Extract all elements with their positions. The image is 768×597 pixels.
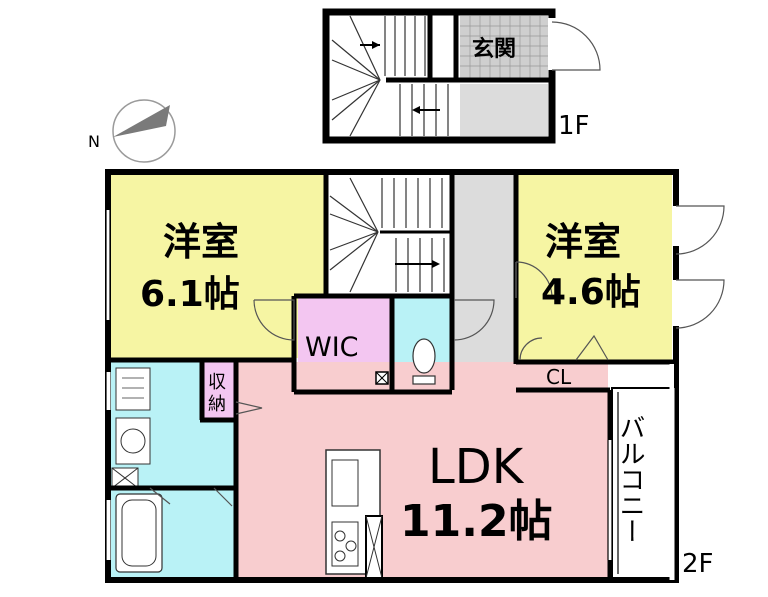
storage [202,362,234,420]
ldk-room [234,362,608,578]
western-room-left-label: 洋室 [163,220,239,264]
storage-label-2: 納 [208,394,226,415]
compass-needle [113,105,170,137]
entrance-tile-grid [460,16,548,78]
doors [149,205,725,507]
storage-label-1: 収 [208,372,226,393]
entrance-label: 玄関 [472,36,516,62]
windows [105,210,613,560]
compass-north-label: N [88,132,100,151]
first-floor-outline [322,8,556,144]
second-floor: 洋室 6.1帖 洋室 4.6帖 WIC CL 収 納 LDK 11.2帖 バルコ… [105,169,725,583]
second-floor-stairs [329,177,452,293]
toilet-fixture [412,338,436,385]
entrance-hall [460,84,548,136]
ldk-size: 11.2帖 [400,496,553,547]
wash-basin [115,417,151,465]
wic-label: WIC [305,332,359,363]
washroom-extension [202,420,234,488]
first-floor: 玄関 1F [322,8,601,144]
interior-walls [108,172,676,580]
western-room-right [516,174,672,362]
balcony [612,388,672,578]
balcony-label: バルコニー [615,414,645,544]
first-floor-label: 1F [558,111,590,141]
second-floor-stair-area [326,174,452,296]
kitchen-counter [325,449,383,579]
corridor [452,174,516,390]
western-room-left [110,174,326,358]
closet-label: CL [546,365,572,389]
ldk-label: LDK [428,439,525,495]
first-floor-stairs [331,15,449,137]
entrance-door-swing [551,21,601,71]
bathtub [115,493,163,573]
western-room-left-size: 6.1帖 [140,274,240,315]
western-room-right-size: 4.6帖 [541,272,641,313]
second-floor-label: 2F [682,549,714,579]
compass: N [88,99,176,163]
kitchen-sink [331,459,359,507]
western-room-right-label: 洋室 [545,220,621,264]
washing-machine [115,367,151,411]
